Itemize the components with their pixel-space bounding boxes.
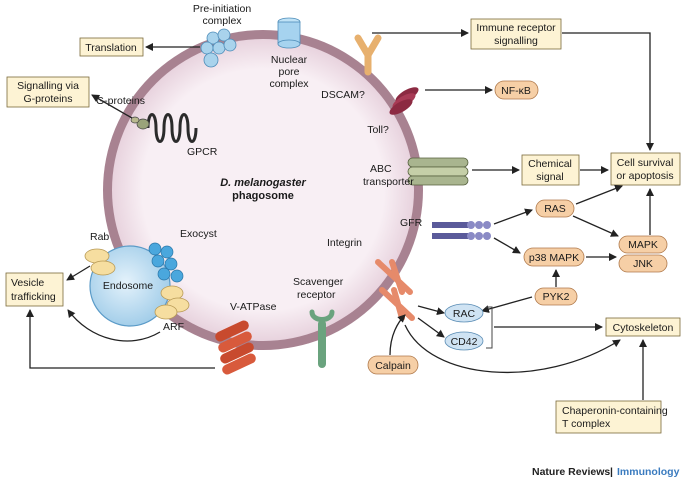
integrin-receptor: Integrin	[327, 237, 415, 321]
chaperonin-box: Chaperonin-containing T complex	[555, 400, 668, 434]
nuclear-pore-complex: Nuclear pore complex	[269, 17, 309, 90]
preinit-label-2: complex	[202, 15, 242, 27]
signalling-gproteins-box: Signalling via G-proteins	[6, 76, 90, 108]
immune-label-1: Immune receptor	[476, 22, 556, 34]
vesicle-label-2: trafficking	[11, 291, 56, 303]
abc-label-1: ABC	[370, 163, 392, 175]
vesicle-trafficking-box: Vesicle trafficking	[5, 272, 64, 307]
arrow-gfr-p38	[493, 237, 521, 254]
nuclear-pore-label-1: Nuclear	[271, 54, 308, 66]
p38-label: p38 MAPK	[529, 252, 579, 264]
cd42-label: CD42	[451, 336, 478, 348]
arrow-integrin-cytoskeleton	[404, 324, 621, 373]
signalling-g-label-1: Signalling via	[17, 80, 79, 92]
chemical-signal-box: Chemical signal	[521, 154, 580, 186]
rab-label: Rab	[90, 231, 109, 243]
immune-signalling-box: Immune receptor signalling	[470, 18, 562, 50]
scavenger-label-2: receptor	[297, 289, 336, 301]
integrin-label: Integrin	[327, 237, 362, 249]
arrow-gfr-ras	[493, 208, 533, 225]
phagosome-label-line1: D. melanogaster	[220, 177, 306, 189]
arrow-calpain-integrin	[389, 314, 406, 356]
arrow-ras-survival	[575, 184, 623, 205]
immune-label-2: signalling	[494, 35, 538, 47]
pyk2-pill: PYK2	[534, 287, 578, 306]
endosome-label: Endosome	[103, 280, 153, 292]
phagosome: D. melanogaster phagosome	[103, 30, 423, 350]
survival-label-2: or apoptosis	[616, 170, 673, 182]
toll-label: Toll?	[367, 124, 389, 136]
nuclear-pore-label-3: complex	[269, 78, 309, 90]
signalling-g-label-2: G-proteins	[23, 93, 72, 105]
arrow-integrin-rac	[417, 305, 445, 316]
p38-pill: p38 MAPK	[523, 247, 585, 267]
arf-label: ARF	[163, 321, 184, 333]
translation-label: Translation	[85, 42, 137, 54]
arrow-vatpase-vesicle	[26, 309, 215, 369]
vatpase-label: V-ATPase	[230, 301, 277, 313]
rac-cd42-bracket	[486, 306, 493, 349]
calpain-pill: Calpain	[367, 355, 419, 375]
phagosome-lumen	[112, 39, 414, 341]
journal-footer: Nature Reviews | Immunology	[532, 466, 680, 478]
arrow-pyk2-rac	[481, 296, 533, 313]
calpain-label: Calpain	[375, 360, 411, 372]
phagosome-label-line2: phagosome	[232, 190, 294, 202]
v-atpase: V-ATPase	[215, 301, 277, 375]
scavenger-receptor: Scavenger receptor	[293, 276, 344, 368]
gpcr-label: GPCR	[187, 146, 218, 158]
gfr-receptor: GFR	[400, 217, 491, 240]
cytoskeleton-box: Cytoskeleton	[605, 317, 681, 337]
abc-label-2: transporter	[363, 176, 414, 188]
nfkb-label: NF-κB	[501, 85, 531, 97]
preinit-label-1: Pre-initiation	[193, 3, 252, 15]
chemical-label-1: Chemical	[528, 158, 572, 170]
pyk2-label: PYK2	[543, 291, 570, 303]
arf-protein: ARF	[154, 285, 190, 333]
rac-pill: RAC	[444, 303, 484, 323]
gfr-label: GFR	[400, 217, 423, 229]
cell-survival-box: Cell survival or apoptosis	[610, 152, 681, 186]
scavenger-label-1: Scavenger	[293, 276, 344, 288]
exocyst-label: Exocyst	[180, 228, 217, 240]
chaperonin-label-2: T complex	[562, 418, 611, 430]
footer-separator: |	[610, 466, 613, 478]
rac-label: RAC	[453, 308, 476, 320]
dscam-label: DSCAM?	[321, 89, 365, 101]
arrow-gproteins	[91, 94, 133, 119]
translation-box: Translation	[79, 37, 144, 57]
footer-journal: Nature Reviews	[532, 466, 610, 478]
mapk-jnk-stack: MAPK JNK	[618, 235, 668, 273]
ras-label: RAS	[544, 203, 566, 215]
arrow-ras-mapk	[572, 215, 619, 237]
arrow-rab-vesicle	[66, 265, 91, 281]
arrow-immune-survival	[562, 32, 654, 151]
nuclear-pore-label-2: pore	[278, 66, 299, 78]
nfkb-pill: NF-κB	[494, 80, 539, 100]
cd42-pill: CD42	[444, 331, 484, 351]
dscam-receptor: DSCAM?	[321, 34, 382, 101]
gpcr-receptor: GPCR	[130, 113, 218, 158]
ras-pill: RAS	[535, 199, 575, 218]
vesicle-label-1: Vesicle	[11, 277, 44, 289]
toll-receptor: Toll?	[367, 87, 419, 136]
arrow-arf-vesicle	[67, 309, 161, 342]
rab-protein: Rab	[84, 231, 116, 276]
mapk-label: MAPK	[628, 239, 658, 251]
cytoskeleton-label: Cytoskeleton	[613, 322, 674, 334]
jnk-label: JNK	[633, 258, 653, 270]
arrow-integrin-cd42	[417, 317, 445, 338]
preinitiation-complex: Pre-initiation complex	[193, 3, 252, 68]
survival-label-1: Cell survival	[617, 157, 674, 169]
footer-subject: Immunology	[617, 466, 680, 478]
chemical-label-2: signal	[536, 171, 563, 183]
chaperonin-label-1: Chaperonin-containing	[562, 405, 668, 417]
abc-transporter: ABC transporter	[363, 157, 469, 188]
